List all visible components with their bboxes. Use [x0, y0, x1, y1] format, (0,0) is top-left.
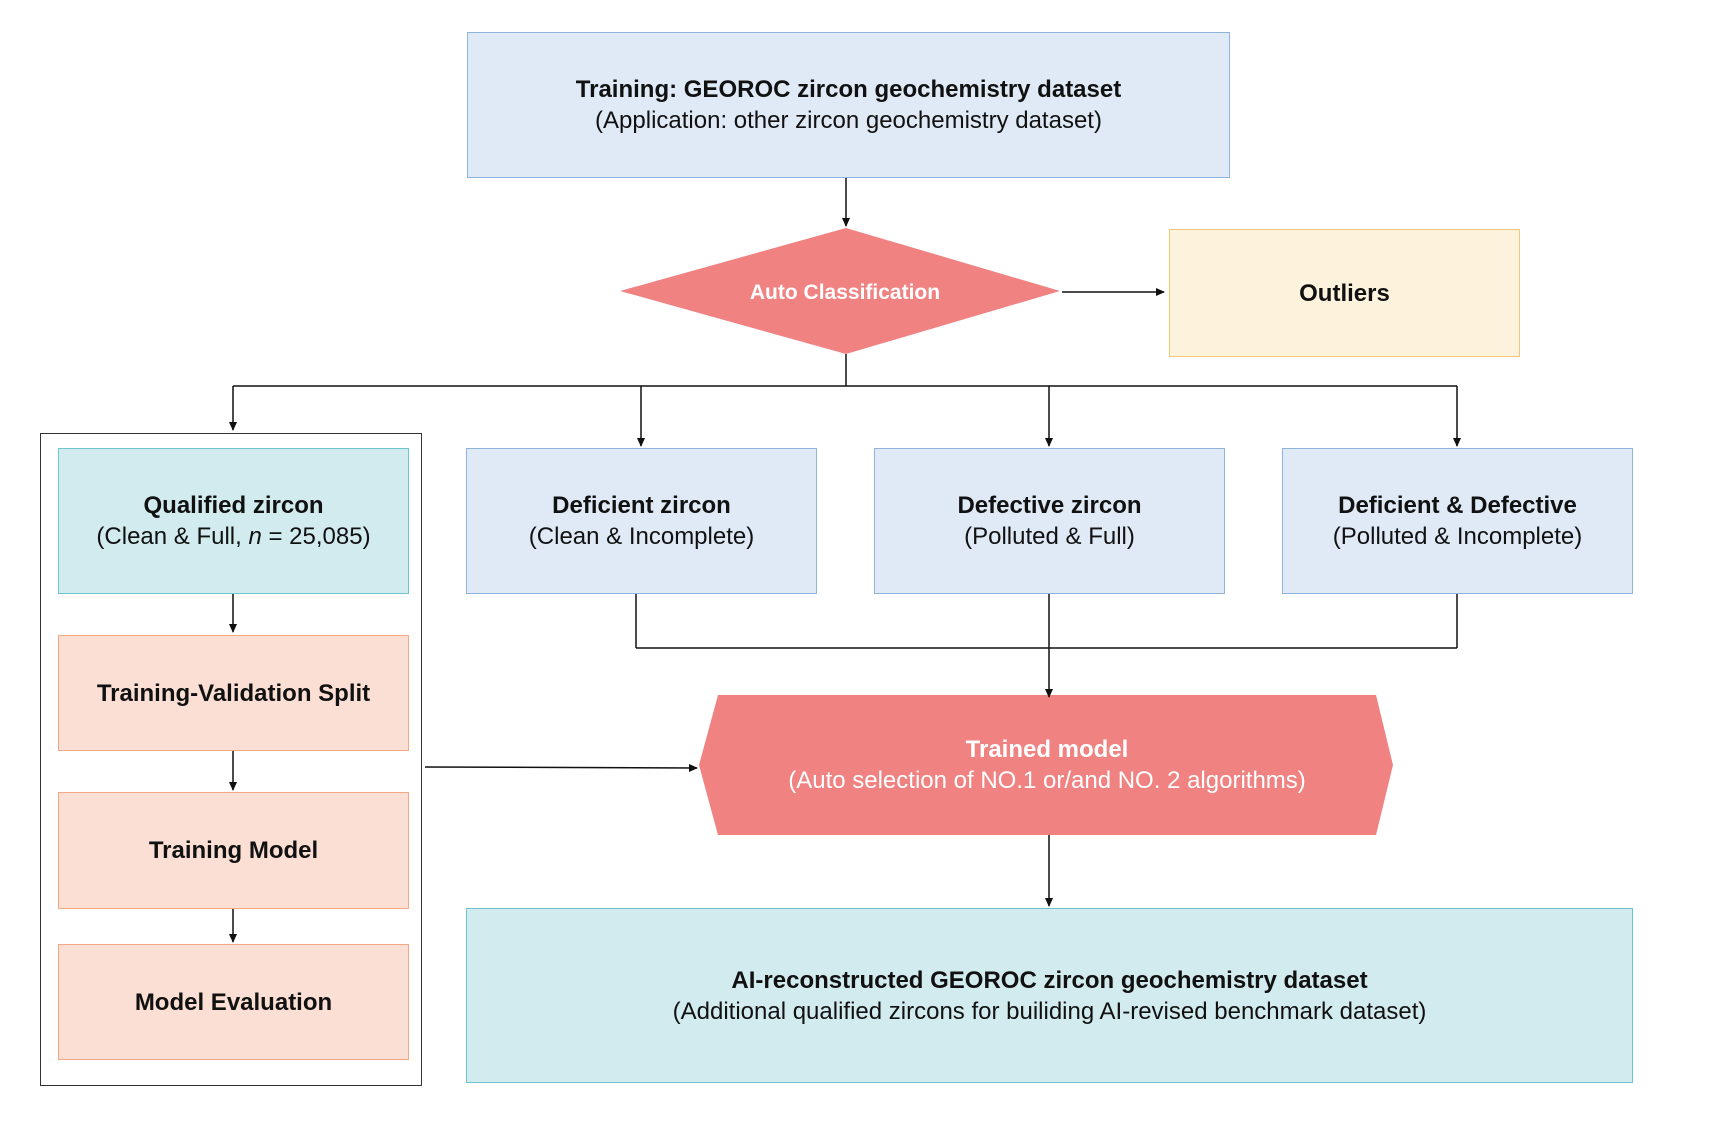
deficient-defective-title: Deficient & Defective: [1338, 492, 1577, 519]
model-evaluation-title: Model Evaluation: [134, 988, 333, 1016]
qualified-zircon-node: Qualified zircon (Clean & Full, n = 25,0…: [58, 448, 409, 594]
deficient-defective-subtitle: (Polluted & Incomplete): [1332, 523, 1583, 550]
qualified-subtitle-prefix: (Clean & Full,: [96, 523, 249, 550]
ai-dataset-title: AI-reconstructed GEOROC zircon geochemis…: [731, 966, 1368, 994]
deficient-defective-node: Deficient & Defective (Polluted & Incomp…: [1282, 448, 1633, 594]
ai-reconstructed-dataset-node: AI-reconstructed GEOROC zircon geochemis…: [466, 908, 1633, 1083]
deficient-zircon-node: Deficient zircon (Clean & Incomplete): [466, 448, 817, 594]
auto-classification-label-wrap: Auto Classification: [680, 270, 1010, 314]
trained-model-label-wrap: Trained model (Auto selection of NO.1 or…: [718, 710, 1376, 820]
training-validation-split-node: Training-Validation Split: [58, 635, 409, 751]
training-dataset-node: Training: GEOROC zircon geochemistry dat…: [467, 32, 1230, 178]
qualified-subtitle-n: n: [248, 523, 262, 550]
qualified-zircon-title: Qualified zircon: [143, 492, 324, 519]
training-model-title: Training Model: [148, 837, 319, 864]
training-dataset-title: Training: GEOROC zircon geochemistry dat…: [575, 76, 1122, 103]
trained-model-title: Trained model: [965, 736, 1129, 763]
defective-zircon-node: Defective zircon (Polluted & Full): [874, 448, 1225, 594]
arrow-container-to-trained-model: [424, 763, 698, 772]
deficient-zircon-title: Deficient zircon: [552, 492, 731, 519]
deficient-zircon-subtitle: (Clean & Incomplete): [528, 523, 755, 550]
defective-zircon-subtitle: (Polluted & Full): [964, 523, 1135, 550]
outliers-title: Outliers: [1299, 279, 1390, 307]
training-model-node: Training Model: [58, 792, 409, 909]
auto-classification-diamond: [620, 228, 1060, 354]
model-evaluation-node: Model Evaluation: [58, 944, 409, 1060]
training-dataset-subtitle: (Application: other zircon geochemistry …: [595, 107, 1102, 134]
trained-model-hexagon: [699, 695, 1393, 835]
outliers-node: Outliers: [1169, 229, 1520, 357]
ai-dataset-subtitle: (Additional qualified zircons for builid…: [672, 997, 1427, 1025]
trained-model-subtitle: (Auto selection of NO.1 or/and NO. 2 alg…: [788, 767, 1306, 794]
qualified-zircon-subtitle: (Clean & Full, n = 25,085): [96, 521, 370, 552]
qualified-pipeline-container: [40, 433, 422, 1086]
defective-zircon-title: Defective zircon: [957, 492, 1142, 519]
qualified-subtitle-suffix: = 25,085): [261, 523, 371, 550]
auto-classification-label: Auto Classification: [749, 280, 941, 304]
training-validation-split-title: Training-Validation Split: [96, 679, 371, 707]
